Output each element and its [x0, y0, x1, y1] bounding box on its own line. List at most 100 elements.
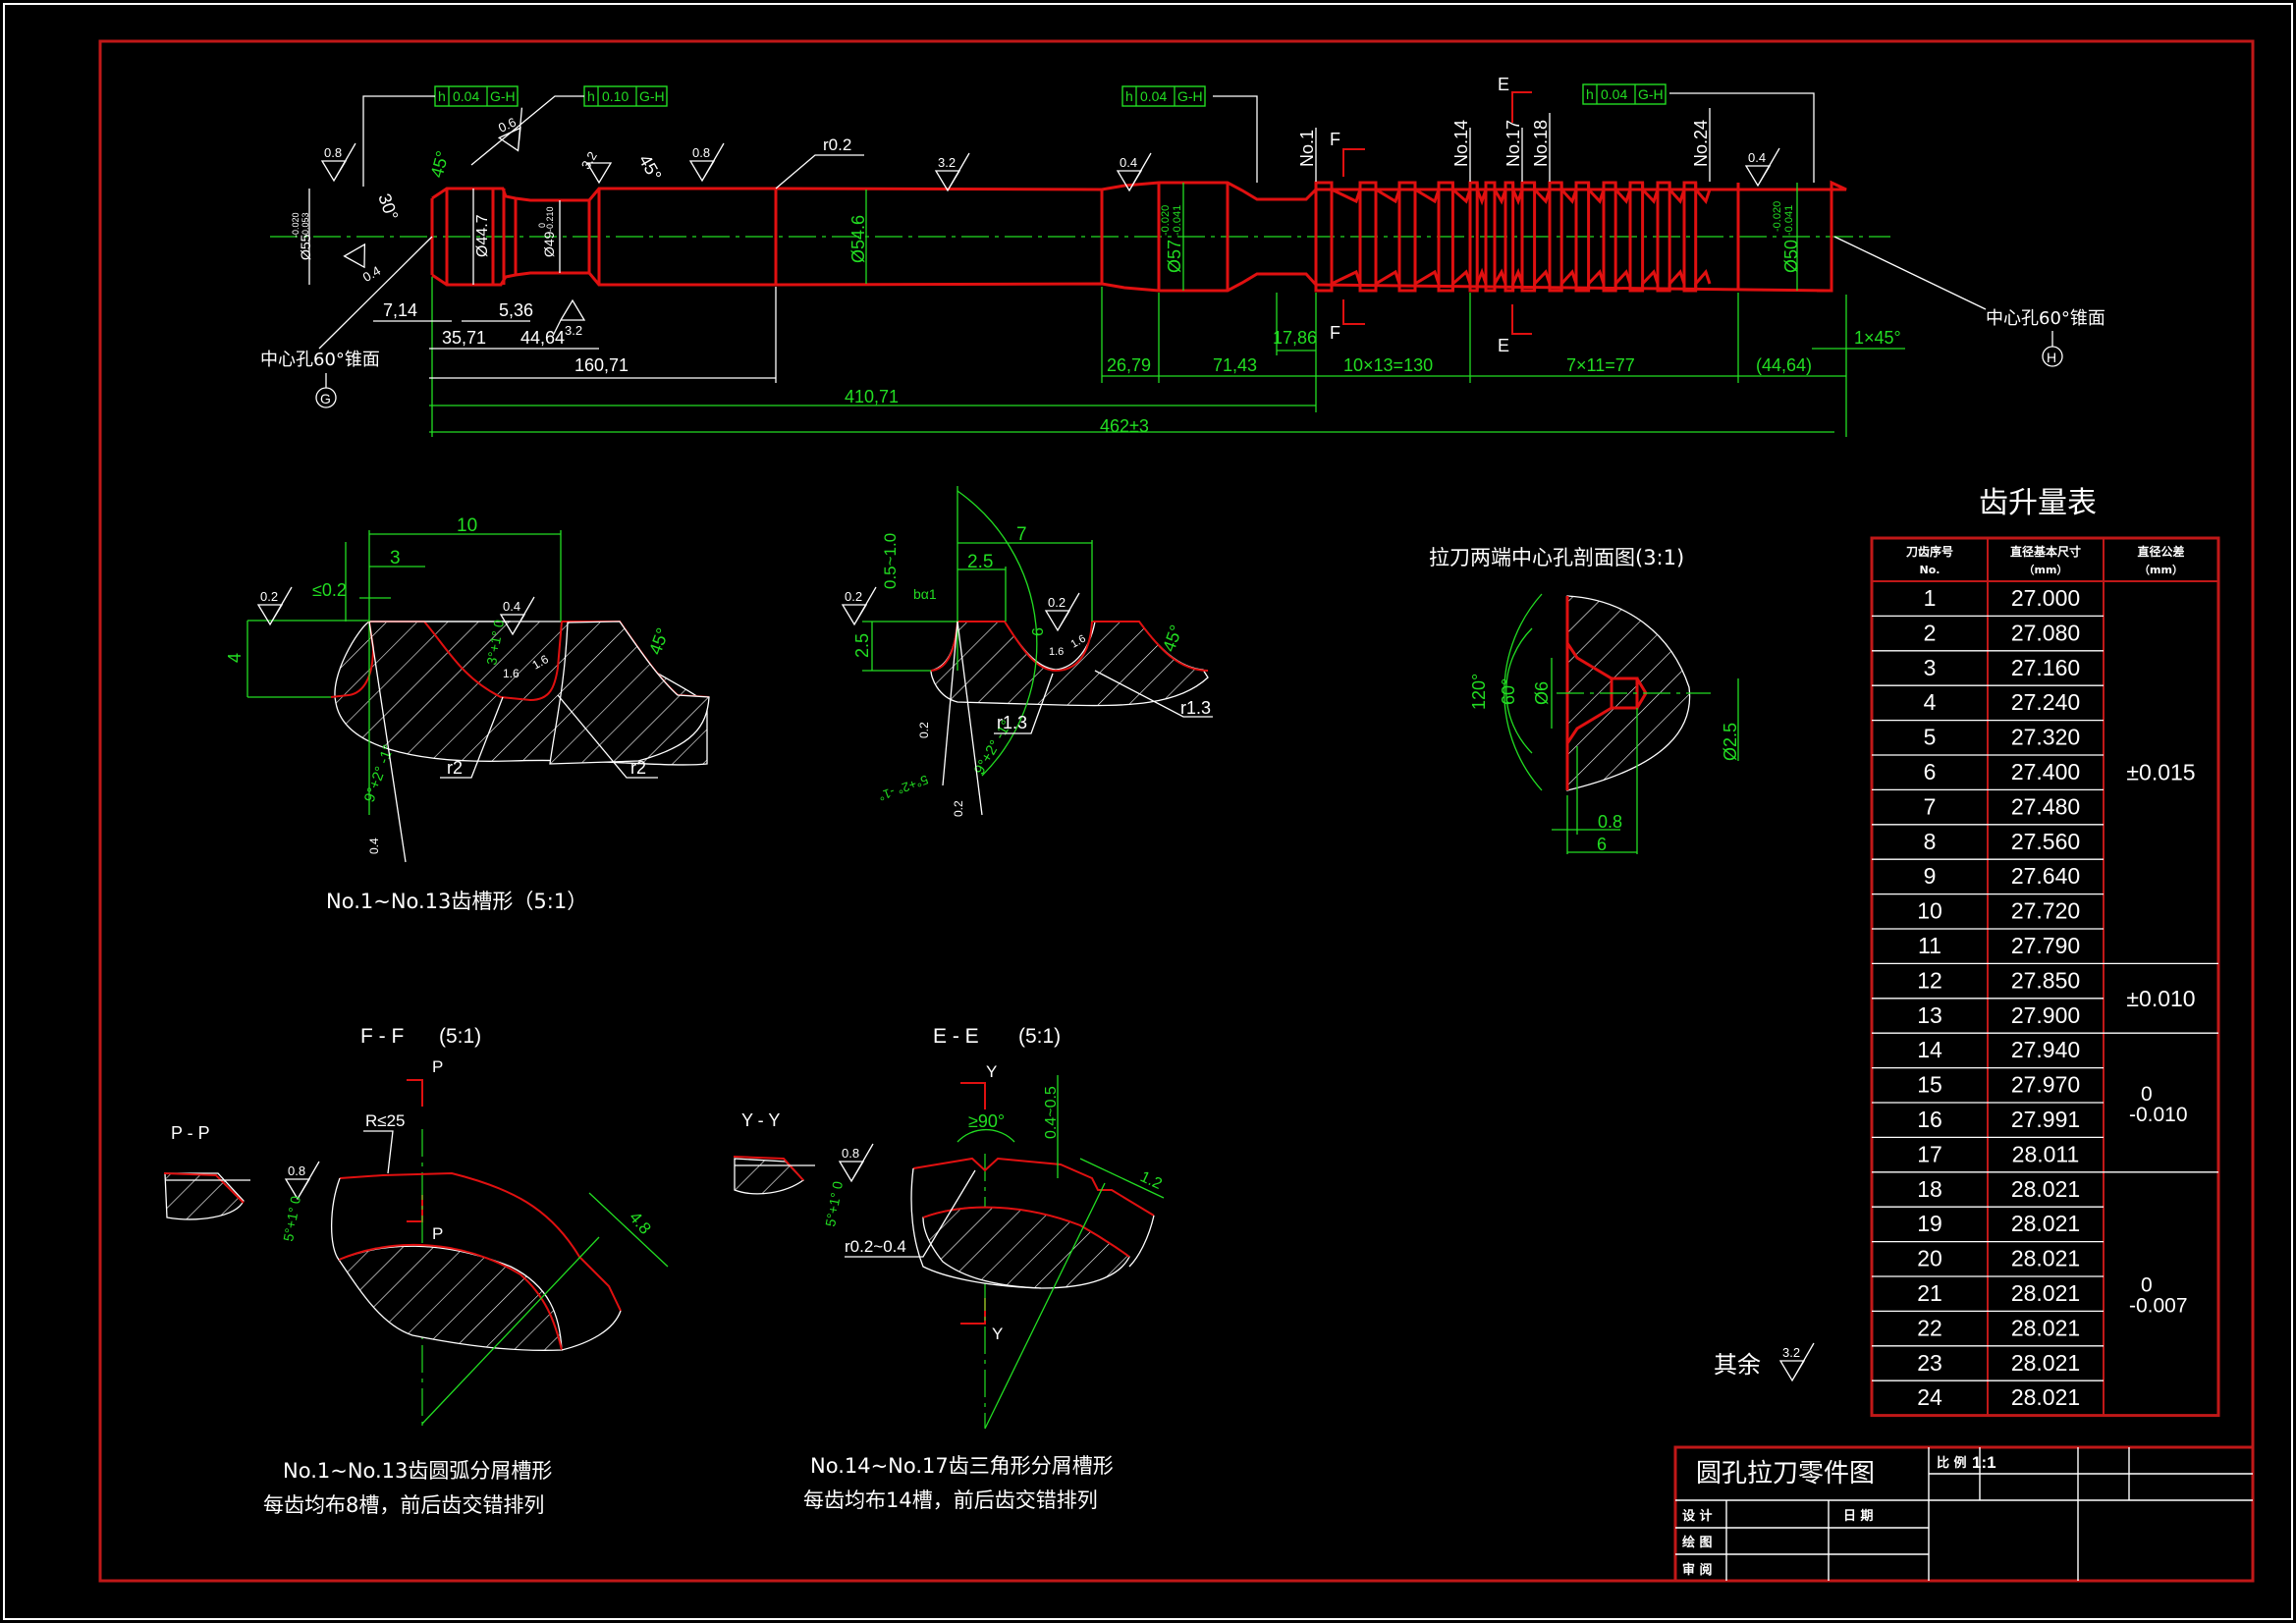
radius-r2-left: r2: [447, 758, 463, 778]
section-pp-label: P - P: [171, 1123, 210, 1143]
dimensions: 462±3 410,71 160,71 35,71 44,64 7,14 5,3…: [373, 277, 1905, 437]
tooth-label-no17: No.17: [1503, 120, 1523, 167]
svg-text:3.2: 3.2: [938, 155, 956, 170]
dim-26-79: 26,79: [1107, 355, 1151, 375]
svg-text:0.4: 0.4: [503, 599, 520, 614]
section-yy-label: Y - Y: [741, 1110, 780, 1130]
tooth-diameter: 27.850: [2011, 967, 2080, 993]
tolerance-lower: -0.010: [2129, 1104, 2188, 1126]
svg-text:3.2: 3.2: [578, 149, 600, 172]
table-row: 16 27.991: [1872, 1102, 2104, 1132]
tolerance-value: ±0.015: [2126, 760, 2195, 785]
tol-upper: -0.020: [1160, 205, 1172, 236]
center-hole-label-left: 中心孔60°锥面: [260, 350, 380, 370]
diameter-2-5: Ø2.5: [1721, 723, 1740, 761]
tooth-diameter: 28.021: [2011, 1176, 2080, 1202]
broach-teeth: [1314, 181, 1712, 293]
main-view: h 0.04 G-H h 0.10 G-H h 0.04 G-H h 0.04 …: [260, 75, 2105, 437]
broach-tooth: [1548, 181, 1578, 293]
fcf-tolerance: 0.04: [1140, 88, 1167, 104]
table-row: 12 27.850: [1872, 962, 2104, 993]
tooth-diameter: 27.160: [2011, 655, 2080, 680]
tooth-number: 16: [1917, 1107, 1942, 1132]
scale-value: 1:1: [1972, 1453, 1996, 1472]
yy-angle: 5°+1° 0: [822, 1180, 846, 1228]
angle-60: 60°: [1499, 678, 1518, 705]
roughness-0-4: 0.4: [367, 838, 381, 854]
broach-tooth: [1437, 181, 1472, 293]
fcf-4: h 0.04 G-H: [1582, 83, 1667, 105]
tooth-number: 21: [1917, 1280, 1942, 1306]
fcf-2: h 0.10 G-H: [583, 85, 668, 107]
dim-4: 4: [225, 653, 245, 663]
angle-label: 45°: [427, 149, 453, 180]
table-header-unit: No.: [1920, 564, 1941, 576]
radius-r1-3-right: r1.3: [1180, 698, 1211, 718]
tooth-label-no1: No.1: [1297, 130, 1317, 167]
dim-10x13: 10×13=130: [1343, 355, 1433, 375]
tooth-number: 15: [1917, 1072, 1942, 1098]
designer-label: 设 计: [1682, 1508, 1713, 1524]
fcf-tolerance: 0.04: [1601, 86, 1627, 102]
dim-2-5-depth: 2.5: [852, 633, 872, 658]
dim-le-0-2: ≤0.2: [312, 580, 347, 600]
angle-120: 120°: [1469, 674, 1489, 710]
dim-overall-length: 462±3: [1100, 416, 1149, 436]
tooth-number: 14: [1917, 1037, 1942, 1062]
broach-tooth: [1358, 181, 1401, 293]
tooth-diameter: 27.000: [2011, 585, 2080, 611]
tooth-diameter: 27.900: [2011, 1002, 2080, 1028]
tooth-diameter: 27.560: [2011, 829, 2080, 854]
tooth-number: 17: [1917, 1141, 1942, 1166]
svg-text:3.2: 3.2: [565, 323, 582, 338]
svg-text:0.8: 0.8: [692, 145, 710, 160]
section-mark-f-bottom: F: [1330, 323, 1340, 343]
tooth-number: 12: [1917, 967, 1942, 993]
tol-lower: -0.053: [301, 212, 310, 238]
tol-lower: -0.041: [1172, 205, 1183, 236]
svg-text:0.6: 0.6: [496, 115, 519, 135]
tooth-diameter: 28.021: [2011, 1211, 2080, 1236]
datum-g: G: [320, 391, 331, 406]
fcf-3: h 0.04 G-H: [1121, 85, 1206, 107]
tooth-number: 22: [1917, 1315, 1942, 1340]
radius-r-le-25: R≤25: [365, 1111, 406, 1130]
dim-44-64: 44,64: [520, 328, 565, 348]
drafter-label: 绘 图: [1682, 1535, 1713, 1550]
tooth-diameter: 27.640: [2011, 863, 2080, 889]
dim-b-alpha1: bα1: [913, 586, 937, 602]
tolerance-value: ±0.010: [2126, 986, 2195, 1011]
roughness-1-6: 1.6: [1049, 646, 1064, 658]
table-border: [1870, 536, 2220, 1418]
radius-r0-2-0-4: r0.2~0.4: [845, 1237, 906, 1256]
tooth-diameter: 27.991: [2011, 1107, 2080, 1132]
tooth-diameter: 27.080: [2011, 620, 2080, 645]
fcf-symbol: h: [438, 88, 446, 104]
center-hole-title: 拉刀两端中心孔剖面图(3:1): [1429, 546, 1684, 569]
fcf-symbol: h: [1125, 88, 1133, 104]
radius-r2-right: r2: [630, 758, 646, 778]
angle-label: 30°: [374, 191, 402, 223]
y-mark-top: Y: [986, 1062, 997, 1081]
tooth-diameter: 27.790: [2011, 933, 2080, 958]
slot-width-4-8: 4.8: [626, 1208, 655, 1237]
section-ee-scale: (5:1): [1018, 1025, 1061, 1048]
p-mark-bottom: P: [432, 1224, 443, 1243]
width-1-2: 1.2: [1137, 1168, 1164, 1193]
broach-tooth: [1602, 181, 1632, 293]
tooth-number: 5: [1924, 725, 1937, 750]
tooth-number: 11: [1918, 933, 1941, 958]
dim-6: 6: [1030, 627, 1047, 636]
tooth-label-no18: No.18: [1531, 120, 1551, 167]
tooth-diameter: 28.021: [2011, 1384, 2080, 1410]
dim-160-71: 160,71: [574, 355, 629, 375]
